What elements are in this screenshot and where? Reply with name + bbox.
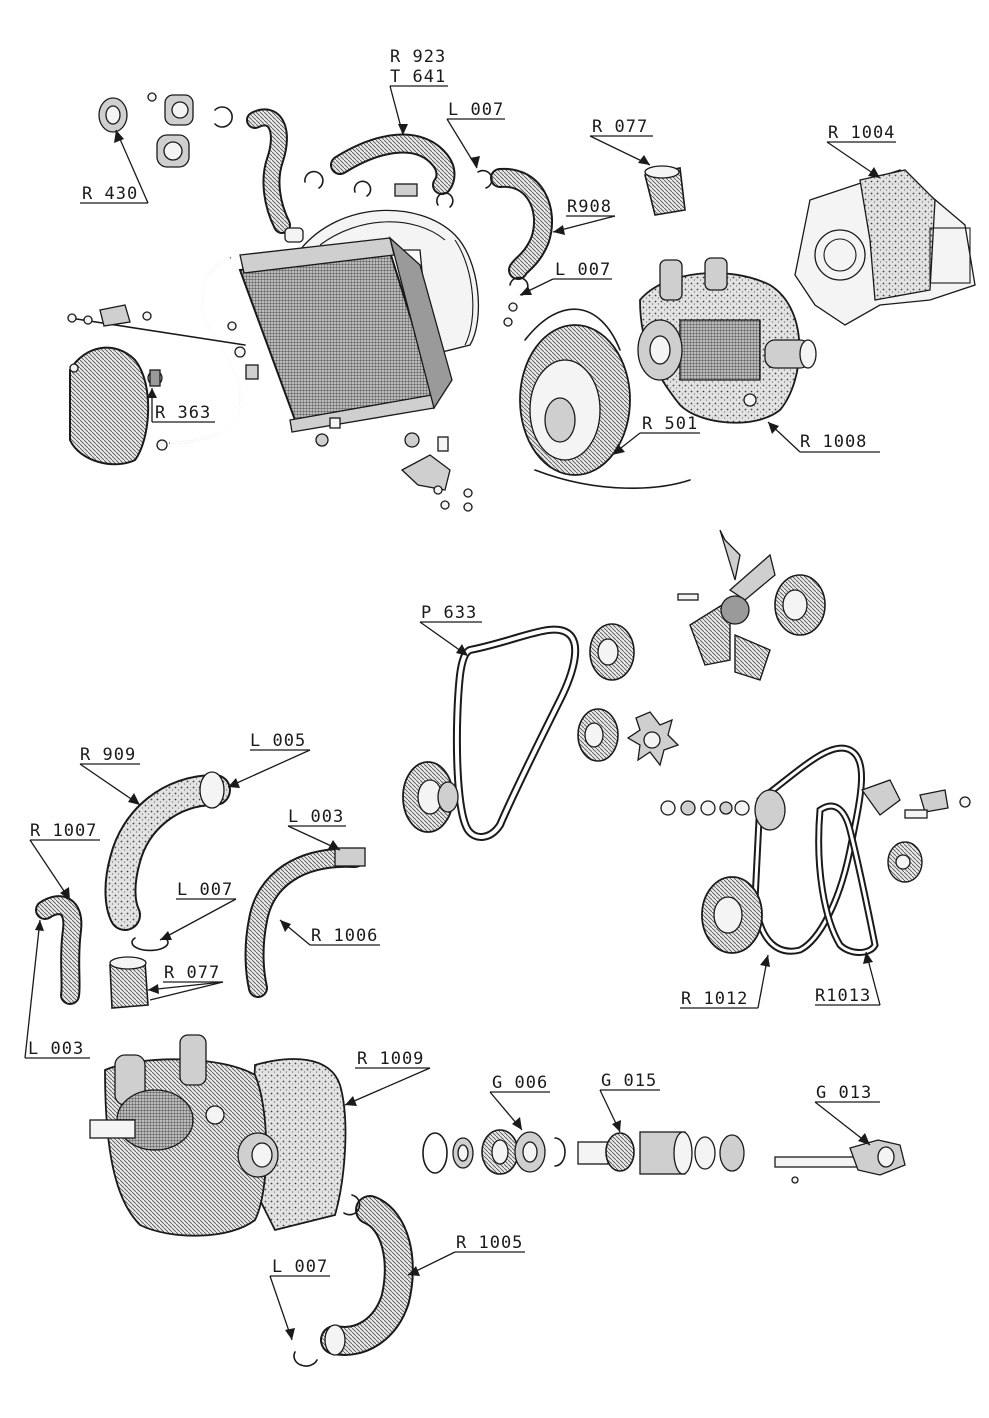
- label-l007-b: L 007: [555, 260, 611, 280]
- gasket-plate: [794, 169, 976, 326]
- label-r077-b: R 077: [164, 963, 220, 983]
- label-r430: R 430: [82, 184, 138, 204]
- label-l007-d: L 007: [272, 1257, 328, 1277]
- cooling-fan: [677, 529, 826, 681]
- label-g015: G 015: [601, 1071, 657, 1091]
- water-pump-assembly: [89, 1034, 347, 1237]
- hose-clamps-bottom: [293, 1194, 361, 1367]
- fan-clutch-pulley: [519, 308, 691, 489]
- drive-belt-p633: [452, 625, 580, 841]
- label-r077-a: R 077: [592, 117, 648, 137]
- label-l005: L 005: [250, 731, 306, 751]
- label-r909: R 909: [80, 745, 136, 765]
- idler-pulleys: [577, 623, 680, 767]
- label-g013: G 013: [816, 1083, 872, 1103]
- expansion-tank-cover: [69, 346, 168, 466]
- leader-lines: [24, 85, 896, 1341]
- label-r1006: R 1006: [311, 926, 378, 946]
- label-r1012: R 1012: [681, 989, 748, 1009]
- water-pump-top: [637, 257, 817, 424]
- hose-clamps-top: [304, 169, 529, 296]
- part-labels: R 923 T 641 L 007 R 077 R 1004 R 430 R90…: [28, 47, 895, 1277]
- label-l003-b: L 003: [28, 1039, 84, 1059]
- hose-r1007: [35, 895, 83, 1005]
- label-r1008: R 1008: [800, 432, 867, 452]
- radiator-upper-hose: [246, 108, 456, 234]
- label-l007-a: L 007: [448, 100, 504, 120]
- label-r1004: R 1004: [828, 123, 895, 143]
- pump-shaft: [774, 1139, 906, 1184]
- radiator-core: [238, 227, 453, 433]
- label-r1007: R 1007: [30, 821, 97, 841]
- label-r1009: R 1009: [357, 1049, 424, 1069]
- pump-bearing-kit: [422, 1129, 745, 1175]
- thermostat-top: [644, 165, 686, 216]
- label-r363: R 363: [155, 403, 211, 423]
- label-r908: R908: [567, 197, 612, 217]
- hose-r1005: [320, 1195, 414, 1356]
- crankshaft-pulley: [402, 761, 459, 833]
- thermostat-mid: [109, 937, 169, 1009]
- hose-r908: [490, 167, 553, 280]
- alternator-belt-assembly: [660, 744, 971, 956]
- label-r1005: R 1005: [456, 1233, 523, 1253]
- label-t641: T 641: [390, 67, 446, 87]
- label-p633: P 633: [421, 603, 477, 623]
- hose-r909: [104, 771, 231, 931]
- lower-mounting-hardware: [315, 302, 518, 512]
- radiator-support-rod: [67, 304, 259, 380]
- label-g006: G 006: [492, 1073, 548, 1093]
- hose-r1006: [244, 847, 366, 998]
- overflow-pipe: [169, 257, 242, 444]
- label-l003-a: L 003: [288, 807, 344, 827]
- label-r501: R 501: [642, 414, 698, 434]
- label-r1013: R1013: [815, 986, 871, 1006]
- label-l007-c: L 007: [177, 880, 233, 900]
- label-r923: R 923: [390, 47, 446, 67]
- radiator-cap-parts: [98, 92, 233, 168]
